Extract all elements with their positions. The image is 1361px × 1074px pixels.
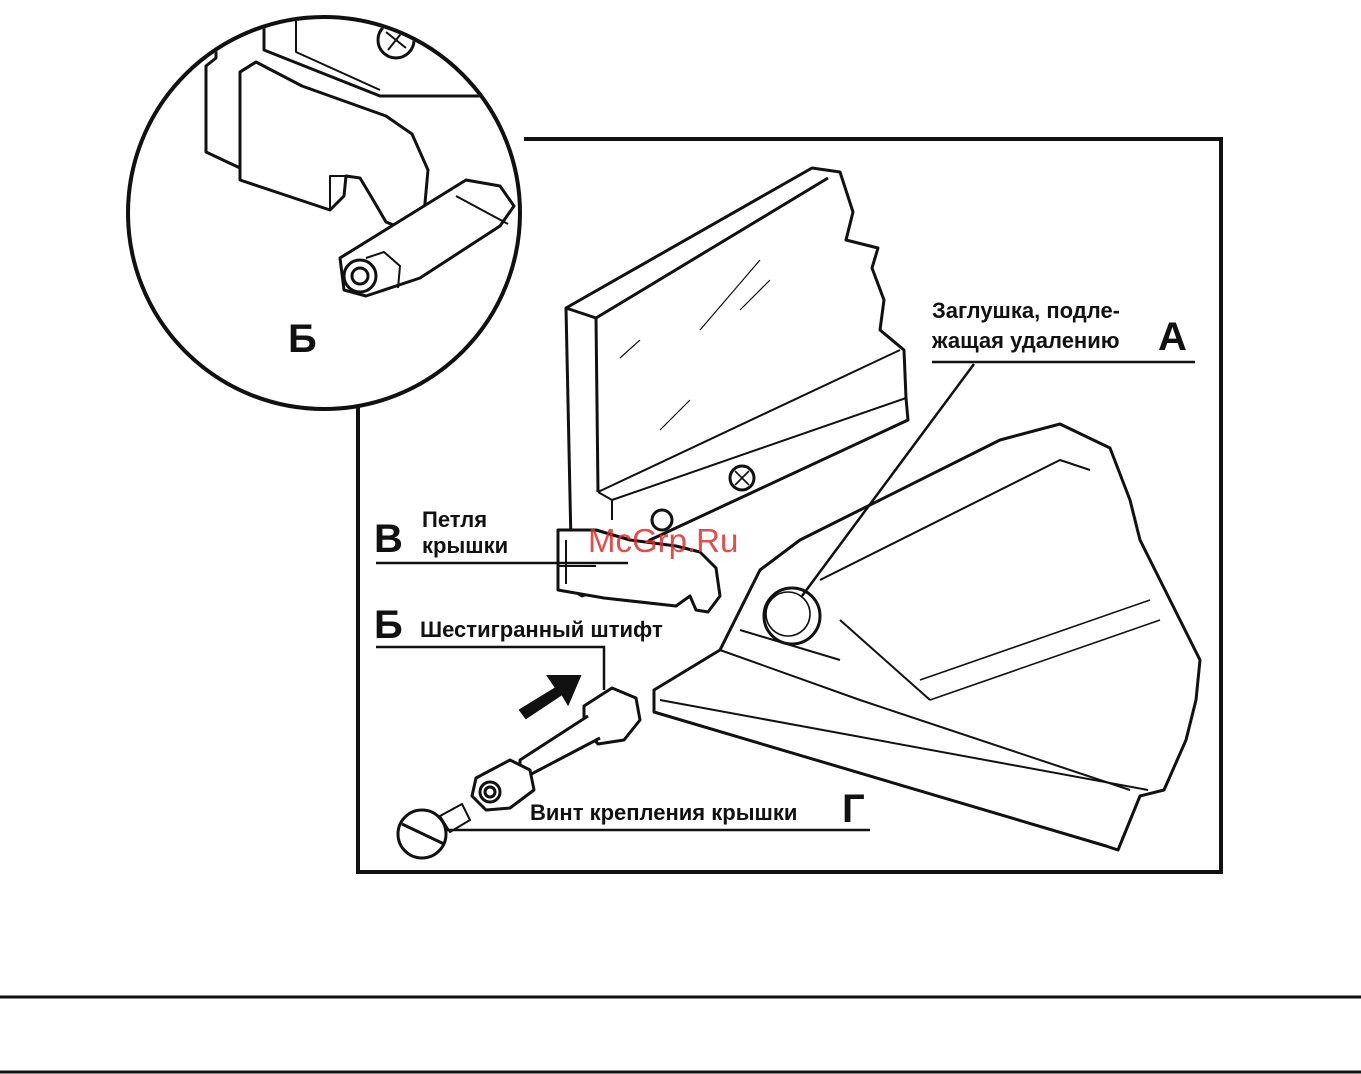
watermark: McGrp.Ru <box>588 522 738 559</box>
label-g-text: Винт крепления крышки <box>530 800 797 825</box>
label-v-line1: Петля <box>422 507 487 532</box>
label-a-letter: А <box>1158 315 1187 359</box>
label-a-line1: Заглушка, подле- <box>932 298 1120 323</box>
insertion-arrow <box>520 676 580 718</box>
label-v-line2: крышки <box>422 533 508 558</box>
inset-label: Б <box>288 317 317 361</box>
label-g-letter: Г <box>842 787 865 831</box>
detail-inset <box>128 17 520 409</box>
label-a-line2: жащая удалению <box>931 328 1120 353</box>
plug-a <box>764 588 820 644</box>
label-b-letter: Б <box>374 603 403 647</box>
label-v-letter: В <box>374 517 403 561</box>
page-rules <box>0 997 1361 1072</box>
hex-pin <box>472 688 640 810</box>
label-b-text: Шестигранный штифт <box>420 617 663 642</box>
